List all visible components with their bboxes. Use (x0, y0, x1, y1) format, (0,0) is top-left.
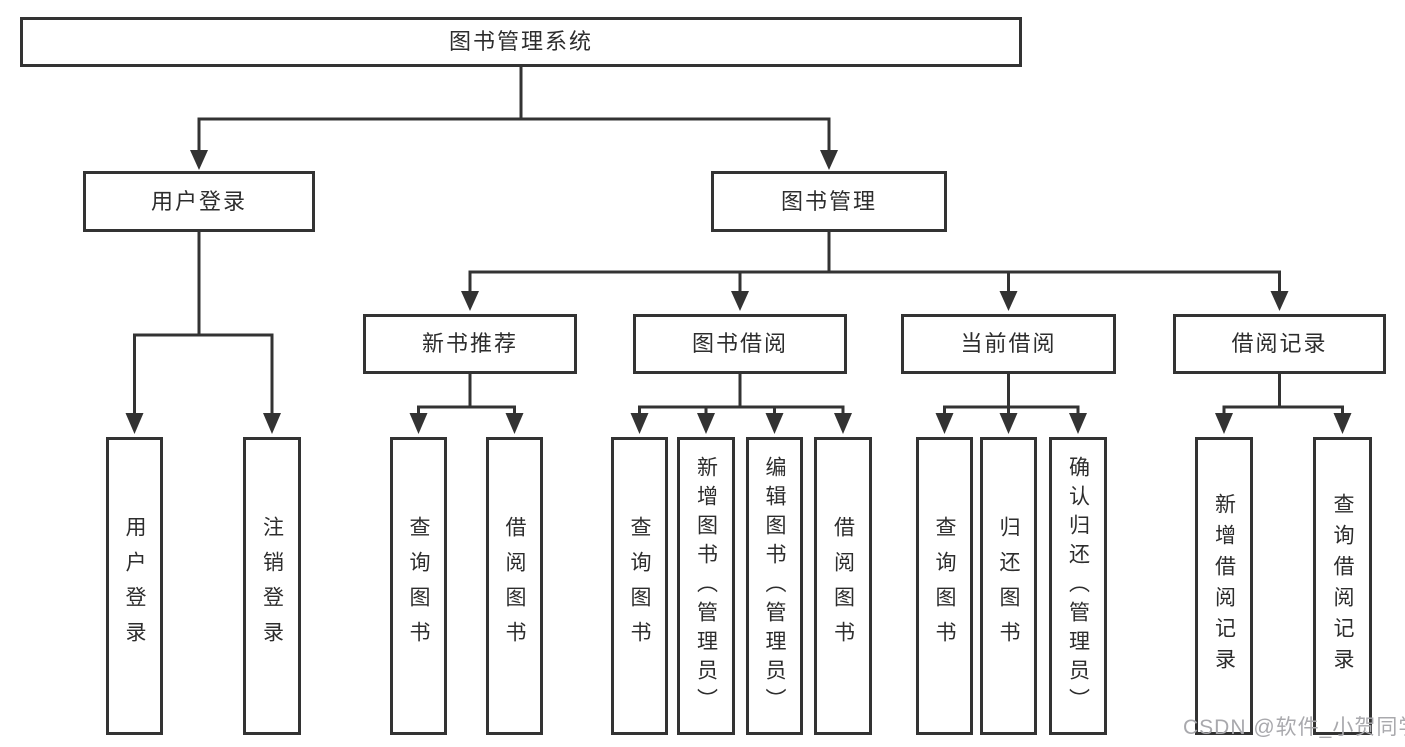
leaf-add-borrow-record: 新增借阅记录 (1195, 437, 1253, 735)
leaf-query-borrow-record: 查询借阅记录 (1313, 437, 1372, 735)
csdn-watermark: CSDN @软件_小贺同学 (1183, 716, 1405, 739)
connector-root-to-level1 (190, 67, 838, 170)
connector-book-management-to-level2 (461, 232, 1289, 311)
leaf-return-books: 归还图书 (980, 437, 1037, 735)
connector-user-login-to-leaves (125, 232, 281, 434)
leaf-query-books-current: 查询图书 (916, 437, 973, 735)
node-library-management-system: 图书管理系统 (20, 17, 1022, 67)
leaf-borrow-books-recommend: 借阅图书 (486, 437, 543, 735)
connector-borrow-records-to-leaves (1215, 374, 1352, 434)
node-user-login: 用户登录 (83, 171, 315, 232)
leaf-user-login: 用户登录 (106, 437, 163, 735)
connector-current-borrow-to-leaves (935, 374, 1087, 434)
node-current-borrow: 当前借阅 (901, 314, 1116, 374)
connector-book-borrow-to-leaves (630, 374, 852, 434)
connector-new-book-to-leaves (409, 374, 524, 434)
leaf-borrow-books: 借阅图书 (814, 437, 872, 735)
leaf-edit-books-admin: 编辑图书（管理员） (746, 437, 803, 735)
leaf-logout: 注销登录 (243, 437, 301, 735)
node-book-borrow: 图书借阅 (633, 314, 847, 374)
node-borrow-records: 借阅记录 (1173, 314, 1386, 374)
node-new-book-recommend: 新书推荐 (363, 314, 577, 374)
leaf-query-books-borrow: 查询图书 (611, 437, 668, 735)
leaf-query-books-recommend: 查询图书 (390, 437, 447, 735)
leaf-confirm-return-admin: 确认归还（管理员） (1049, 437, 1107, 735)
leaf-add-books-admin: 新增图书（管理员） (677, 437, 735, 735)
node-book-management: 图书管理 (711, 171, 947, 232)
